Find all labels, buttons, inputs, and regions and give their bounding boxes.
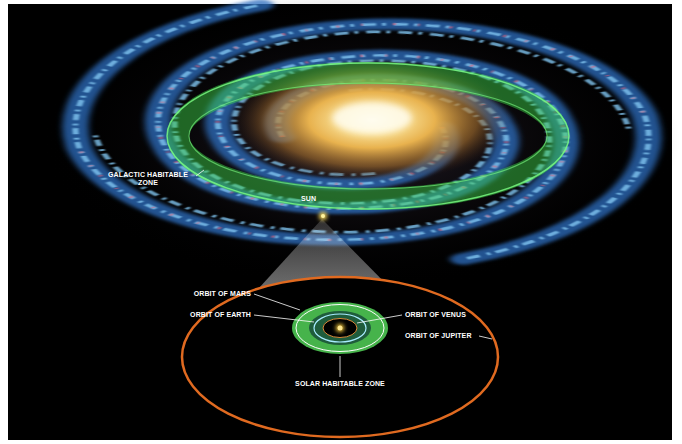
orbit-label: ORBIT OF EARTH [190, 311, 251, 319]
mars-orbit [296, 305, 384, 352]
orbit-label: ORBIT OF MARS [194, 290, 251, 298]
leader-lines [254, 294, 492, 377]
solar-habitable-zone [292, 302, 388, 354]
earth-orbit [314, 314, 366, 342]
zone-label: GALACTIC HABITABLE ZONE [100, 171, 196, 187]
jupiter-orbit [182, 277, 498, 437]
venus-orbit [323, 319, 357, 338]
leader-line [196, 170, 204, 176]
orbit-label: ORBIT OF JUPITER [405, 332, 472, 340]
sun-label: SUN [301, 195, 316, 203]
orbit-label: ORBIT OF VENUS [405, 311, 466, 319]
zone-label: SOLAR HABITABLE ZONE [295, 380, 385, 388]
